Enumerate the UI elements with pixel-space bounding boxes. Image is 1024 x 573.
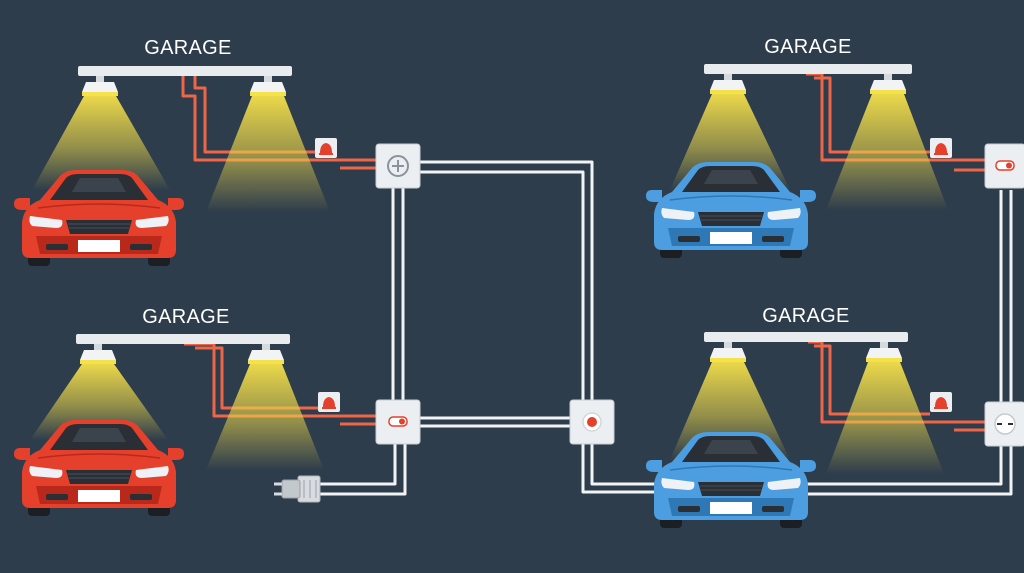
garage-label: GARAGE: [144, 37, 231, 59]
outlet-icon: [994, 413, 1016, 435]
light-cone: [206, 364, 324, 470]
light-cone: [826, 94, 948, 210]
ceiling-lamp-icon: [870, 74, 906, 94]
plus-junction-box: [375, 143, 421, 189]
ceiling-beam: [78, 66, 292, 76]
ceiling-lamp-icon: [80, 344, 116, 364]
light-cone: [30, 364, 168, 440]
garage-label: GARAGE: [764, 36, 851, 58]
light-cone: [32, 96, 170, 190]
ceiling-lamp-icon: [248, 344, 284, 364]
ceiling-lamp-icon: [82, 76, 118, 96]
ceiling-lamp-icon: [710, 74, 746, 94]
bell-icon: [930, 392, 952, 412]
garage-label: GARAGE: [142, 306, 229, 328]
switch-icon: [995, 160, 1015, 171]
switch-junction-box: [375, 399, 421, 445]
red-dot-icon: [582, 412, 602, 432]
garage-unit: GARAGE: [13, 37, 337, 267]
bottom-right-junction-box: [984, 401, 1024, 447]
ceiling-beam: [76, 334, 290, 344]
power-plug: [274, 475, 321, 503]
garage-label: GARAGE: [762, 305, 849, 327]
light-cone: [826, 362, 944, 474]
blue-car: [645, 161, 817, 259]
light-cone: [206, 96, 330, 212]
bell-icon: [318, 392, 340, 412]
ceiling-beam: [704, 332, 908, 342]
white-wiring: [318, 160, 1013, 496]
ceiling-beam: [704, 64, 912, 74]
garage-unit: GARAGE: [645, 305, 952, 529]
garage-unit: GARAGE: [13, 306, 340, 517]
center-junction-box: [569, 399, 615, 445]
ceiling-lamp-icon: [250, 76, 286, 96]
ceiling-lamp-icon: [710, 342, 746, 362]
bell-icon: [315, 138, 337, 158]
garage-unit: GARAGE: [645, 36, 952, 259]
plus-icon: [387, 155, 409, 177]
bell-icon: [930, 138, 952, 158]
blue-car: [645, 431, 817, 529]
top-right-junction-box: [984, 143, 1024, 189]
plug-icon: [274, 475, 321, 503]
ceiling-lamp-icon: [866, 342, 902, 362]
switch-icon: [388, 416, 408, 427]
